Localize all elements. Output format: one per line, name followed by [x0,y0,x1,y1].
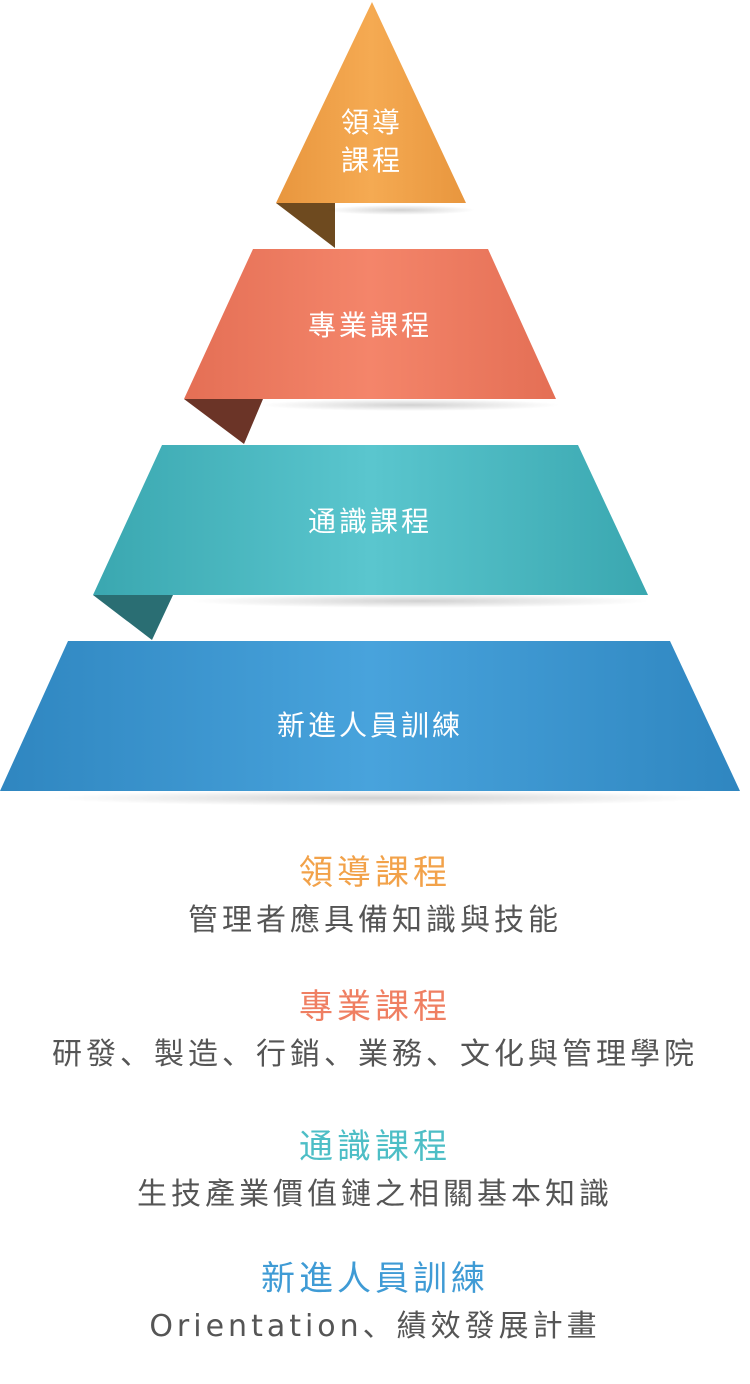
legend-desc: 生技產業價值鏈之相關基本知識 [137,1177,613,1212]
tier-3-label: 通識課程 [307,505,432,538]
legend-item-professional: 專業課程 研發、製造、行銷、業務、文化與管理學院 [0,978,750,1116]
legend-item-orientation: 新進人員訓練 Orientation、績效發展計畫 [0,1250,750,1384]
tier-2-shape [184,249,556,399]
tier-4-shape [0,641,740,791]
legend: 領導課程 管理者應具備知識與技能 專業課程 研發、製造、行銷、業務、文化與管理學… [0,840,750,1384]
legend-item-general: 通識課程 生技產業價值鏈之相關基本知識 [0,1116,750,1250]
tier-1-label: 領導 課程 [340,106,403,177]
tier-1-shape [276,2,466,203]
tier-1-fold [276,203,335,248]
tier-3-shadow [190,594,650,608]
pyramid-diagram: 領導 課程 專業課程 通識課程 新進人員訓練 [0,2,740,806]
tier-2-label: 專業課程 [307,309,432,342]
tier-4-label: 新進人員訓練 [276,709,463,742]
legend-title: 領導課程 [299,853,451,893]
tier-4-shadow [50,790,710,806]
legend-item-leadership: 領導課程 管理者應具備知識與技能 [0,840,750,978]
legend-desc: Orientation、績效發展計畫 [149,1309,601,1344]
legend-title: 專業課程 [299,987,451,1027]
tier-3-fold [93,595,173,640]
legend-title: 新進人員訓練 [261,1259,489,1299]
tier-2-fold [184,399,263,444]
pyramid-graphic [0,2,740,806]
tier-1-shadow [325,205,475,215]
tier-3-shape [93,445,648,595]
legend-desc: 管理者應具備知識與技能 [188,903,562,938]
tier-2-shadow [260,399,560,411]
legend-title: 通識課程 [299,1127,451,1167]
legend-desc: 研發、製造、行銷、業務、文化與管理學院 [52,1037,698,1072]
